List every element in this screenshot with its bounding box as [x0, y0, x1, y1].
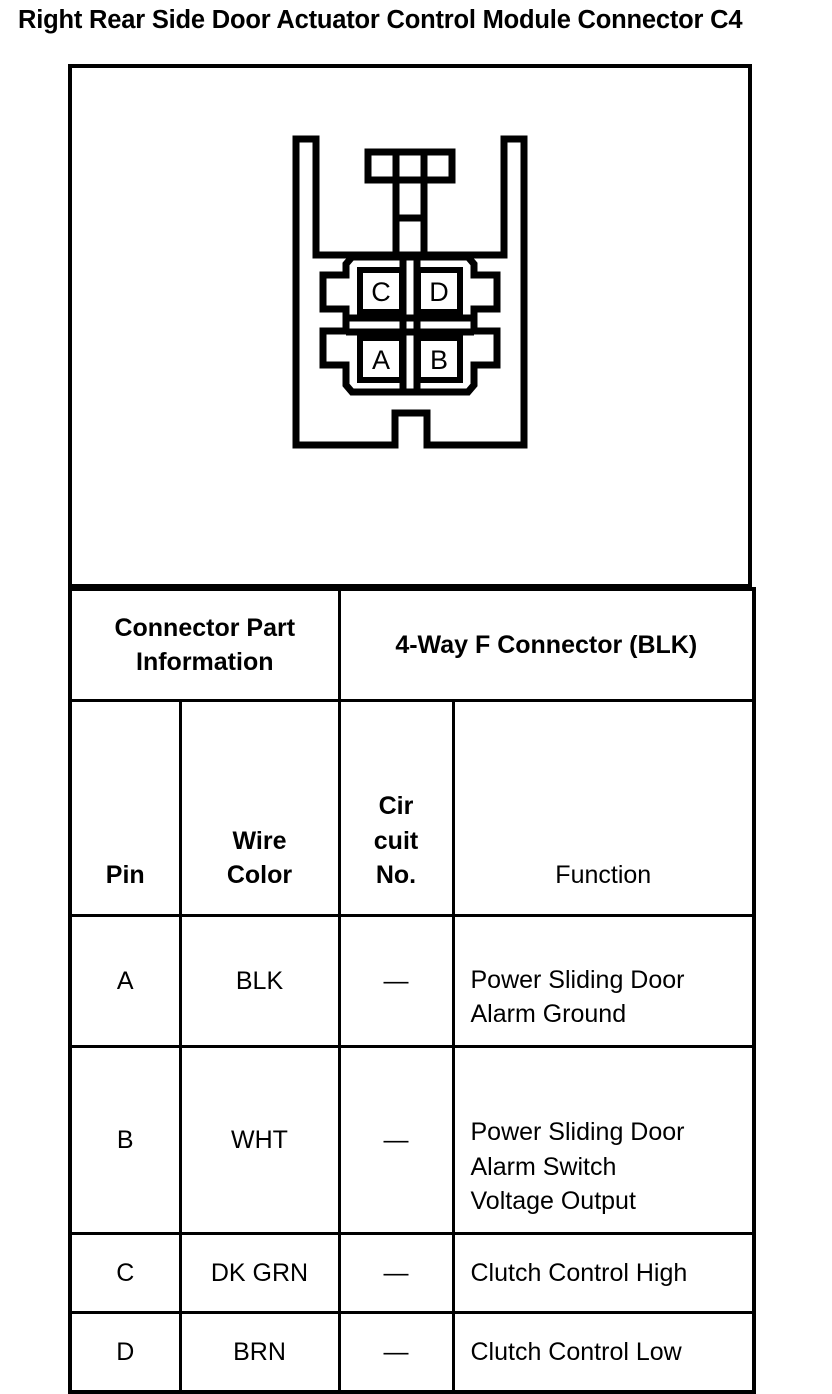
pin-cavity-a: A [357, 335, 405, 383]
cell-function: Clutch Control High [451, 1232, 756, 1314]
table-row: A BLK — Power Sliding Door Alarm Ground [68, 914, 756, 1048]
header-circuit-line-3: No. [375, 860, 417, 889]
cell-pin: A [68, 914, 182, 1048]
header-wire-line-2: Color [226, 860, 293, 889]
cell-wire-color: BLK [178, 914, 341, 1048]
table-row-part-info: Connector Part Information 4-Way F Conne… [68, 587, 756, 702]
column-header-pin: Pin [68, 699, 182, 917]
table-row: C DK GRN — Clutch Control High [68, 1232, 756, 1314]
cell-wire-color: WHT [178, 1045, 341, 1235]
cell-circuit-no: — [337, 1311, 455, 1394]
pin-cavity-c: C [357, 267, 405, 315]
cell-pin: B [68, 1045, 182, 1235]
connector-face-view: C D A B [292, 135, 528, 449]
page-title: Right Rear Side Door Actuator Control Mo… [18, 6, 743, 34]
column-header-function: Function [451, 699, 756, 917]
cell-wire-color: DK GRN [178, 1232, 341, 1314]
table-row: D BRN — Clutch Control Low [68, 1311, 756, 1394]
pin-cavity-d: D [415, 267, 463, 315]
cell-pin: C [68, 1232, 182, 1314]
header-pin-line-1: Pin [105, 860, 145, 889]
header-circuit-line-2: cuit [373, 826, 419, 855]
cell-pin: D [68, 1311, 182, 1394]
cell-circuit-no: — [337, 1045, 455, 1235]
function-line: Clutch Control High [470, 1258, 688, 1287]
function-line: Clutch Control Low [470, 1337, 682, 1366]
cell-circuit-no: — [337, 1232, 455, 1314]
pin-housing-outline [319, 253, 501, 396]
header-circuit-line-1: Cir [378, 792, 414, 821]
connector-pinout-table: Connector Part Information 4-Way F Conne… [68, 587, 756, 1394]
table-row: B WHT — Power Sliding Door Alarm Switch … [68, 1045, 756, 1235]
connector-diagram-box: C D A B [68, 64, 752, 587]
part-info-label-line-1: Connector Part [114, 613, 296, 642]
connector-sheet: C D A B Connector Part In [68, 64, 756, 1394]
pin-label-a: A [372, 345, 390, 375]
cell-wire-color: BRN [178, 1311, 341, 1394]
connector-outer-shell [292, 135, 528, 449]
function-line: Alarm Switch [470, 1152, 617, 1181]
cell-function: Power Sliding Door Alarm Ground [451, 914, 756, 1048]
pin-cavity-b: B [415, 335, 463, 383]
pin-label-d: D [429, 277, 449, 307]
column-header-wire-color: Wire Color [178, 699, 341, 917]
function-line: Power Sliding Door [470, 1118, 685, 1147]
connector-part-information-label: Connector Part Information [68, 587, 341, 702]
cell-circuit-no: — [337, 914, 455, 1048]
column-header-circuit-no: Cir cuit No. [337, 699, 455, 917]
cell-function: Clutch Control Low [451, 1311, 756, 1394]
pin-label-b: B [430, 345, 448, 375]
cell-function: Power Sliding Door Alarm Switch Voltage … [451, 1045, 756, 1235]
part-info-label-line-2: Information [136, 648, 274, 676]
function-line: Power Sliding Door [470, 965, 685, 994]
connector-latch [364, 148, 456, 259]
header-wire-line-1: Wire [232, 826, 287, 855]
function-line: Alarm Ground [470, 999, 627, 1028]
header-function-line-1: Function [555, 860, 652, 889]
function-line: Voltage Output [470, 1186, 636, 1215]
pin-label-c: C [371, 277, 391, 307]
table-header-row: Pin Wire Color Cir cuit No. Function [68, 699, 756, 917]
connector-part-information-value: 4-Way F Connector (BLK) [337, 587, 756, 702]
